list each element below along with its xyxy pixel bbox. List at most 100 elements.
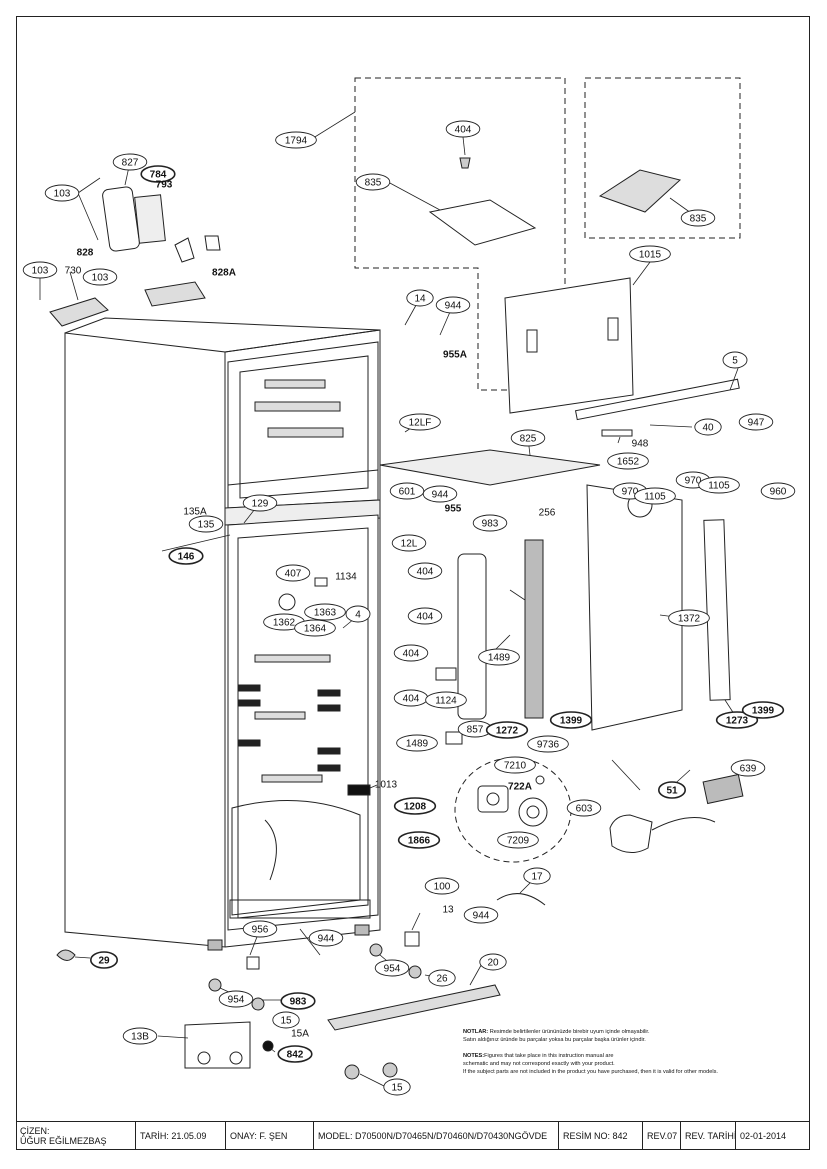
callout-text: 7209: [507, 836, 530, 847]
callout-944-label: 944: [463, 906, 499, 924]
callout-256-label: 256: [539, 508, 556, 519]
callout-text: 970: [685, 476, 702, 487]
callout-outline: [730, 759, 766, 777]
callout-14-label: 14: [406, 289, 434, 307]
callout-1372-label: 1372: [668, 609, 710, 627]
fan-assembly: [477, 775, 548, 827]
callout-784-label: 784: [140, 165, 176, 183]
callout-1364-label: 1364: [294, 619, 336, 637]
callout-828a-label: 828A: [212, 268, 236, 279]
callout-text: 1105: [708, 481, 730, 492]
callout-outline: [272, 1011, 300, 1029]
callout-outline: [741, 701, 785, 719]
callout-outline: [629, 245, 671, 263]
callout-text: 948: [632, 439, 649, 450]
callout-outline: [393, 644, 429, 662]
callout-955a-label: 955A: [443, 350, 467, 361]
callout-1013-label: 1013: [375, 780, 398, 791]
callout-129-label: 129: [242, 494, 278, 512]
callout-26-label: 26: [428, 969, 456, 987]
callout-828-label: 828: [77, 248, 94, 259]
callout-13-label: 13: [442, 905, 454, 916]
callout-text: 129: [252, 499, 269, 510]
callout-text: 12LF: [409, 418, 432, 429]
callout-outline: [122, 1027, 158, 1045]
callout-text: 944: [445, 301, 462, 312]
callout-135a-label: 135A: [183, 507, 207, 518]
callout-text: 601: [399, 487, 416, 498]
callout-15-label: 15: [383, 1078, 411, 1096]
callout-outline: [242, 920, 278, 938]
callout-text: 947: [748, 418, 765, 429]
callout-text: 639: [740, 764, 757, 775]
callout-text: 835: [690, 214, 707, 225]
callout-1134-label: 1134: [335, 572, 357, 583]
title-block-drawing-no: RESİM NO: 842: [559, 1122, 643, 1150]
group-box-835: [584, 77, 741, 239]
callout-text: 17: [531, 872, 543, 883]
callout-outline: [399, 413, 441, 431]
callout-text: 1399: [752, 706, 775, 717]
callout-outline: [391, 534, 427, 552]
callout-text: 26: [436, 974, 448, 985]
callout-20-label: 20: [479, 953, 507, 971]
callout-text: 1362: [273, 618, 296, 629]
callout-outline: [738, 413, 774, 431]
drawn-by-name: ÜĞUR EĞİLMEZBAŞ: [20, 1136, 107, 1146]
callout-text: 835: [365, 178, 382, 189]
callout-outline: [494, 756, 536, 774]
callout-956-label: 956: [242, 920, 278, 938]
callout-404-label: 404: [393, 644, 429, 662]
callout-1794-label: 1794: [275, 131, 317, 149]
callout-outline: [22, 261, 58, 279]
callout-7210-label: 7210: [494, 756, 536, 774]
callout-text: 1652: [617, 457, 640, 468]
callout-text: 1364: [304, 624, 327, 635]
callout-text: 944: [318, 934, 335, 945]
title-block-date: TARİH: 21.05.09: [136, 1122, 226, 1150]
callout-outline: [634, 487, 676, 505]
notes-tr-line-2: Satın aldığınız üründe bu parçalar yoksa…: [463, 1037, 646, 1043]
callout-text: 404: [403, 649, 420, 660]
callout-404-label: 404: [407, 562, 443, 580]
callout-outline: [527, 735, 569, 753]
callout-text: 970: [622, 487, 639, 498]
callout-outline: [463, 906, 499, 924]
callout-outline: [485, 721, 529, 739]
callout-outline: [510, 429, 546, 447]
callout-983-label: 983: [280, 992, 316, 1010]
callout-text: 1399: [560, 716, 583, 727]
callout-text: 1489: [406, 739, 429, 750]
callout-text: 12L: [401, 539, 418, 550]
callout-954-label: 954: [218, 990, 254, 1008]
callout-text: 5: [732, 356, 738, 367]
notes-tr-label: NOTLAR:: [463, 1029, 489, 1035]
callout-948-label: 948: [632, 439, 649, 450]
callout-955-label: 955: [445, 504, 462, 515]
title-block-approved: ONAY: F. ŞEN: [226, 1122, 314, 1150]
notes-en-line-1: Figures that take place in this instruct…: [484, 1053, 614, 1059]
callout-954-label: 954: [374, 959, 410, 977]
callout-1124-label: 1124: [425, 691, 467, 709]
callout-outline: [304, 603, 346, 621]
callout-text: 29: [98, 956, 110, 967]
callout-944-label: 944: [422, 485, 458, 503]
callout-text: 103: [54, 189, 71, 200]
callout-407-label: 407: [275, 564, 311, 582]
callout-text: 842: [287, 1050, 304, 1061]
notes-en-line-3: If the subject parts are not included in…: [463, 1069, 718, 1075]
title-block: ÇİZEN: ÜĞUR EĞİLMEZBAŞ TARİH: 21.05.09 O…: [16, 1121, 810, 1150]
callout-text: 13B: [131, 1032, 149, 1043]
callout-404-label: 404: [407, 607, 443, 625]
callout-text: 1124: [435, 696, 457, 707]
callout-text: 407: [285, 569, 302, 580]
callout-text: 1363: [314, 608, 337, 619]
callout-17-label: 17: [523, 867, 551, 885]
callout-outline: [277, 1045, 313, 1063]
callout-text: 146: [178, 552, 195, 563]
refrigerator-body: [64, 317, 381, 951]
callout-text: 4: [355, 610, 361, 621]
shelves-and-panels: [379, 277, 744, 805]
title-block-drawn-by: ÇİZEN: ÜĞUR EĞİLMEZBAŞ: [16, 1122, 136, 1150]
